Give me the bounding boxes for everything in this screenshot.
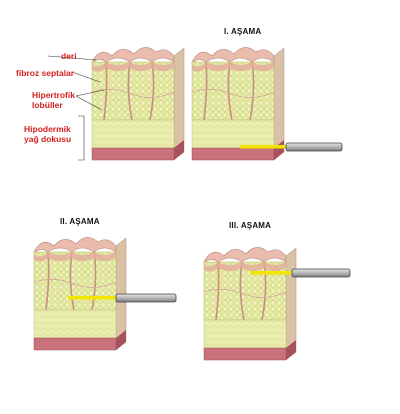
label-yag-dokusu: yağ dokusu xyxy=(24,134,72,144)
label-lobuller: lobüller xyxy=(32,100,63,110)
stage1-heading: I. AŞAMA xyxy=(224,27,262,36)
probe-beam xyxy=(240,145,286,149)
probe-stage2 xyxy=(68,293,177,303)
tissue-block-stage3 xyxy=(203,246,297,361)
tissue-block-stage2 xyxy=(33,236,127,351)
label-hipodermik: Hipodermik xyxy=(24,124,71,134)
stage2-heading: II. AŞAMA xyxy=(60,217,100,226)
label-hipertrofik: Hipertrofik xyxy=(32,90,75,100)
tissue-block-reference xyxy=(91,46,185,161)
probe-beam xyxy=(250,271,292,275)
tissue-block-stage1 xyxy=(191,46,285,161)
probe-body xyxy=(291,268,351,278)
probe-stage1 xyxy=(240,142,343,152)
stage3-heading: III. AŞAMA xyxy=(229,221,272,230)
label-fibroz-septalar: fibroz septalar xyxy=(16,68,75,78)
probe-stage3 xyxy=(250,268,351,278)
label-deri: deri xyxy=(61,51,77,61)
probe-beam xyxy=(68,296,116,300)
probe-body xyxy=(285,142,343,152)
probe-body xyxy=(115,293,177,303)
label-leader-lines xyxy=(47,55,105,161)
